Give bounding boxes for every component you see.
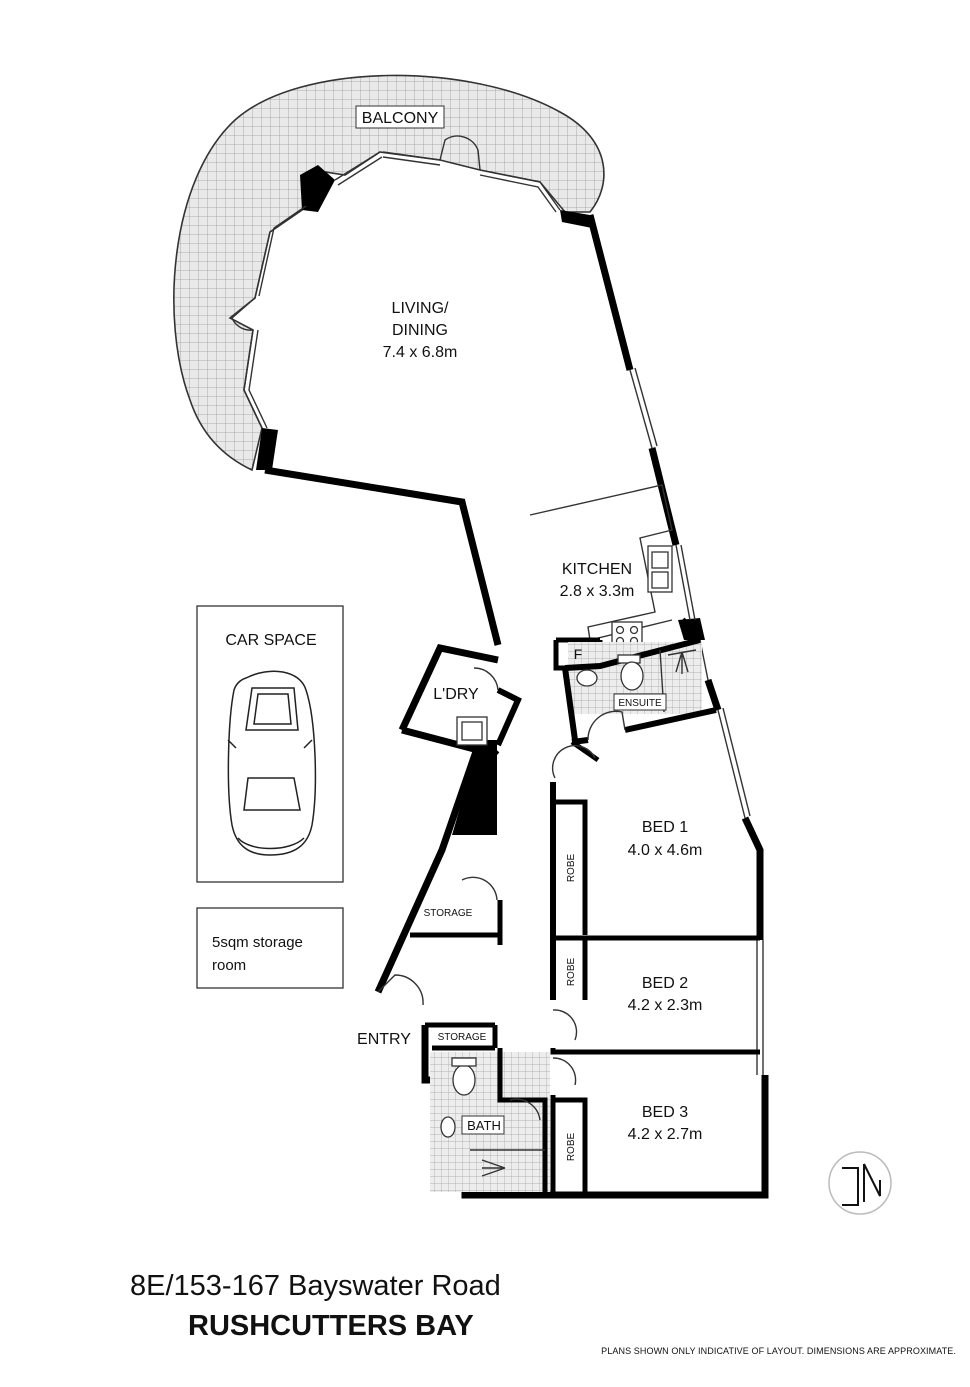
ensuite-label: ENSUITE xyxy=(618,698,662,709)
bath-label-box xyxy=(461,1115,505,1135)
pillar xyxy=(452,740,497,835)
balcony-label: BALCONY xyxy=(362,110,439,127)
laundry-label: L'DRY xyxy=(433,686,479,703)
car-space-label: CAR SPACE xyxy=(225,632,316,649)
entry-label: ENTRY xyxy=(357,1031,411,1048)
ensuite-basin xyxy=(576,669,598,687)
balcony-door xyxy=(439,135,481,171)
living-dims: 7.4 x 6.8m xyxy=(383,344,458,361)
kitchen-label: KITCHEN xyxy=(562,561,632,578)
ensuite-label-box xyxy=(613,693,667,711)
ensuite-toilet xyxy=(620,661,644,691)
kitchen-dims: 2.8 x 3.3m xyxy=(560,583,635,600)
robe-label-bed2: ROBE xyxy=(566,958,577,987)
bed3-dims: 4.2 x 2.7m xyxy=(628,1126,703,1143)
robe-label-bed1: ROBE xyxy=(566,854,577,883)
bed1-dims: 4.0 x 4.6m xyxy=(628,842,703,859)
pillar xyxy=(560,210,592,228)
pillar xyxy=(300,165,335,212)
balcony-floor xyxy=(173,74,605,472)
entry-door xyxy=(377,974,424,1006)
pillar xyxy=(678,618,705,640)
bath-door xyxy=(509,1098,541,1121)
bath-shower xyxy=(470,1149,545,1177)
bed2-label: BED 2 xyxy=(642,975,688,992)
compass-icon xyxy=(828,1151,892,1215)
ensuite-door xyxy=(587,710,626,741)
car-icon xyxy=(227,670,317,856)
ensuite-shower xyxy=(667,649,697,674)
bed3-label: BED 3 xyxy=(642,1104,688,1121)
storage-room-line1: 5sqm storage xyxy=(212,934,303,951)
bed1-label: BED 1 xyxy=(642,819,688,836)
hall-storage-label: STORAGE xyxy=(424,908,473,919)
suburb-line: RUSHCUTTERS BAY xyxy=(188,1310,474,1342)
storage-room-box xyxy=(196,907,344,989)
balcony-door xyxy=(231,297,256,331)
robe-label-bed3: ROBE xyxy=(566,1133,577,1162)
bath-basin xyxy=(440,1116,456,1138)
bed2-dims: 4.2 x 2.3m xyxy=(628,997,703,1014)
bedroom-walls xyxy=(410,739,760,1195)
address-line: 8E/153-167 Bayswater Road xyxy=(130,1270,501,1302)
living-windows xyxy=(243,151,764,1075)
pillar xyxy=(256,428,278,470)
entry-storage-label: STORAGE xyxy=(438,1032,487,1043)
bath-toilet xyxy=(452,1064,476,1096)
storage-room-line2: room xyxy=(212,957,246,974)
fridge-label: F xyxy=(574,646,583,662)
laundry-door xyxy=(473,667,499,691)
living-label: LIVING/ xyxy=(392,300,449,317)
balcony-label-box xyxy=(355,105,445,129)
disclaimer-text: PLANS SHOWN ONLY INDICATIVE OF LAYOUT. D… xyxy=(601,1346,956,1356)
dining-label: DINING xyxy=(392,322,448,339)
bath-label: BATH xyxy=(467,1118,501,1133)
